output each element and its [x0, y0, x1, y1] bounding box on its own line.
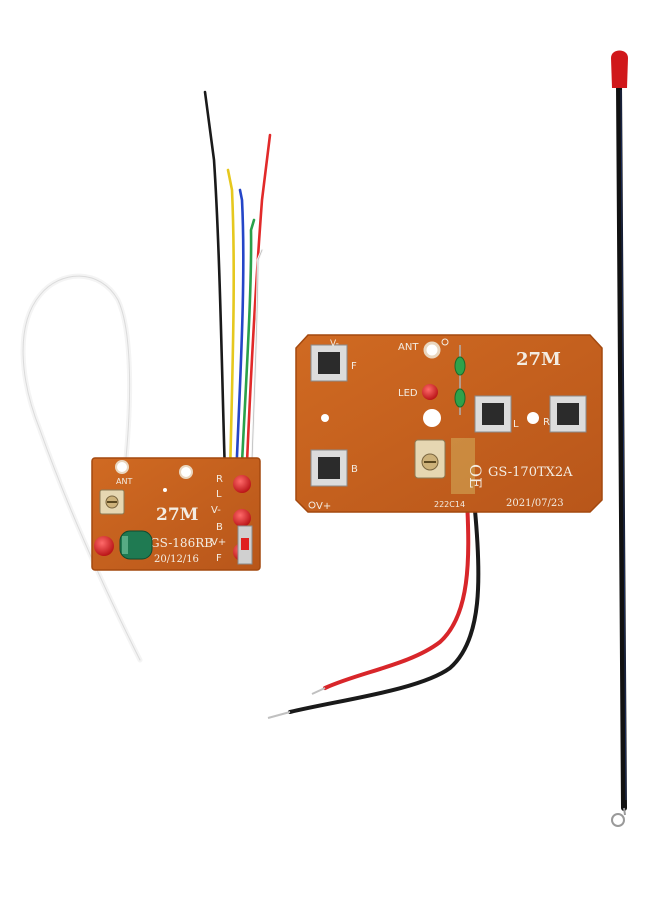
svg-text:L: L [216, 489, 222, 500]
receiver-date-label: 20/12/16 [154, 554, 199, 565]
receiver-frequency-label: 27M [156, 505, 199, 525]
antenna-tip-cap [611, 50, 628, 88]
receiver-lead-wires [203, 90, 272, 491]
transmitter-button-forward [310, 344, 348, 382]
transmitter-label-b: B [351, 464, 358, 475]
svg-text:V+: V+ [211, 537, 226, 548]
transmitter-ant-label: ANT [398, 342, 419, 353]
transmitter-red-wire [323, 498, 471, 690]
transmitter-code-label: 222C14 [434, 500, 465, 509]
receiver-trimmer [99, 489, 125, 515]
transmitter-label-f: F [351, 361, 357, 372]
transmitter-inductor [454, 345, 466, 415]
transmitter-button-back [310, 449, 348, 487]
receiver-model-label: GS-186RB [150, 536, 213, 550]
transmitter-button-left [474, 395, 512, 433]
transmitter-pot-label: OE [466, 464, 485, 489]
transmitter-red-led [422, 384, 438, 400]
transmitter-label-l: L [513, 419, 519, 430]
transmitter-board: V- F B V+ L R ANT LED 27M GS-170TX2A 202… [267, 334, 603, 719]
receiver-pin-labels: R L V- B V+ F [211, 474, 226, 564]
transmitter-label-v-minus: V- [330, 339, 339, 349]
receiver-red-pad-left [94, 536, 114, 556]
receiver-capacitor [119, 530, 153, 560]
transmitter-frequency-label: 27M [516, 349, 561, 370]
svg-text:R: R [216, 474, 223, 485]
transmitter-antenna-rod [611, 50, 628, 827]
svg-text:F: F [216, 553, 222, 564]
receiver-red-pad-1 [233, 475, 251, 493]
transmitter-button-right [549, 395, 587, 433]
svg-text:B: B [216, 522, 223, 533]
transmitter-pcb [295, 334, 603, 513]
transmitter-label-r: R [543, 417, 550, 428]
transmitter-black-wire [288, 498, 481, 714]
svg-text:V-: V- [211, 505, 221, 516]
antenna-ring [611, 813, 625, 827]
receiver-ant-label: ANT [116, 477, 132, 486]
transmitter-led-label: LED [398, 388, 418, 399]
receiver-red-pad-2 [233, 509, 251, 527]
transmitter-label-v-plus: V+ [316, 501, 331, 512]
transmitter-date-label: 2021/07/23 [506, 498, 564, 509]
receiver-board: ANT 27M GS-186RB 20/12/16 R L V- B V+ F [20, 90, 272, 663]
transmitter-trimmer [414, 439, 446, 479]
transmitter-model-label: GS-170TX2A [488, 465, 573, 480]
